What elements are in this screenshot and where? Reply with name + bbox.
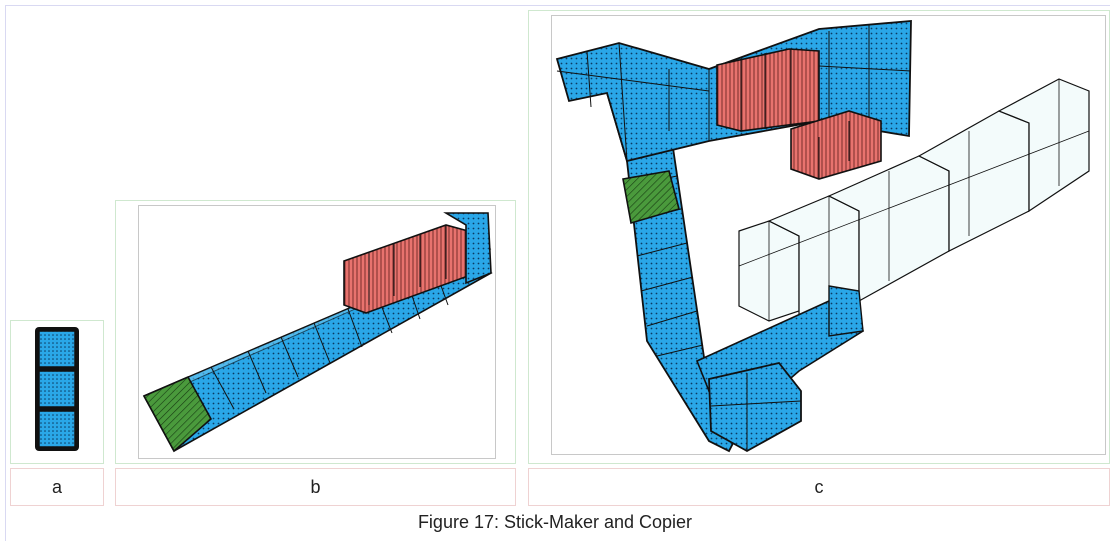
green-seed-cube [142, 375, 213, 453]
panel-b-diagram [142, 212, 493, 453]
green-seed-cube [622, 170, 680, 225]
panel-a-diagram [35, 327, 79, 451]
blue-stick-cube [38, 330, 76, 368]
blue-stick-end-cluster [708, 361, 802, 453]
figure-frame [5, 5, 1110, 541]
panel-a-label: a [10, 468, 104, 506]
panel-c-label: c [528, 468, 1110, 506]
blue-stick-cube [38, 410, 76, 448]
red-stick-cube [790, 110, 882, 180]
panel-a [10, 320, 104, 464]
panel-b-label: b [115, 468, 516, 506]
panel-b [115, 200, 516, 464]
panel-c [528, 10, 1110, 464]
blue-stick-cube [828, 285, 864, 337]
blue-stick-cube [38, 370, 76, 408]
figure-caption: Figure 17: Stick-Maker and Copier [417, 512, 693, 532]
red-stick-cube [716, 48, 820, 132]
panel-c-diagram [555, 20, 1090, 453]
blue-stick-cube [443, 212, 492, 285]
